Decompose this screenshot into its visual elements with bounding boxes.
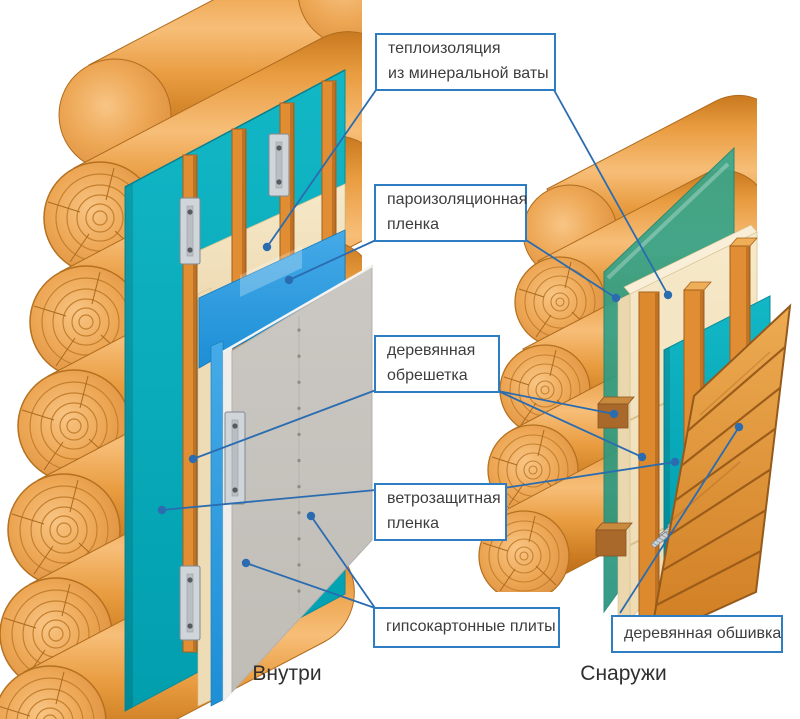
callout-line: деревянная <box>387 342 476 360</box>
callout-line: гипсокартонные плиты <box>386 618 556 636</box>
callout-drywall: гипсокартонные плиты <box>373 607 560 648</box>
callout-line: обрешетка <box>387 367 468 384</box>
wood-cladding <box>648 303 792 642</box>
callout-lathing: деревянная обрешетка <box>374 335 500 393</box>
drywall-panels <box>222 264 373 703</box>
callout-mineral-wool: теплоизоляция из минеральной ваты <box>375 33 556 91</box>
callout-line: ветрозащитная <box>387 490 501 508</box>
metal-brackets <box>179 133 290 641</box>
callout-line: теплоизоляция <box>388 40 501 58</box>
callout-line: пароизоляционная <box>387 191 528 209</box>
callout-line: пленка <box>387 515 439 532</box>
callout-line: деревянная обшивка <box>624 624 782 642</box>
callout-line: пленка <box>387 216 439 233</box>
callout-dots <box>157 242 744 568</box>
leader-lines <box>161 89 740 614</box>
vapor-film-layer-interior <box>198 229 346 707</box>
callout-wind-film: ветрозащитная пленка <box>374 483 507 541</box>
callout-vapor-film: пароизоляционная пленка <box>374 184 527 242</box>
caption-inside: Внутри <box>252 662 322 685</box>
callout-cladding: деревянная обшивка <box>611 615 783 653</box>
callout-line: из минеральной ваты <box>388 65 549 82</box>
caption-outside: Снаружи <box>580 662 667 685</box>
metal-bracket-front <box>224 411 246 505</box>
